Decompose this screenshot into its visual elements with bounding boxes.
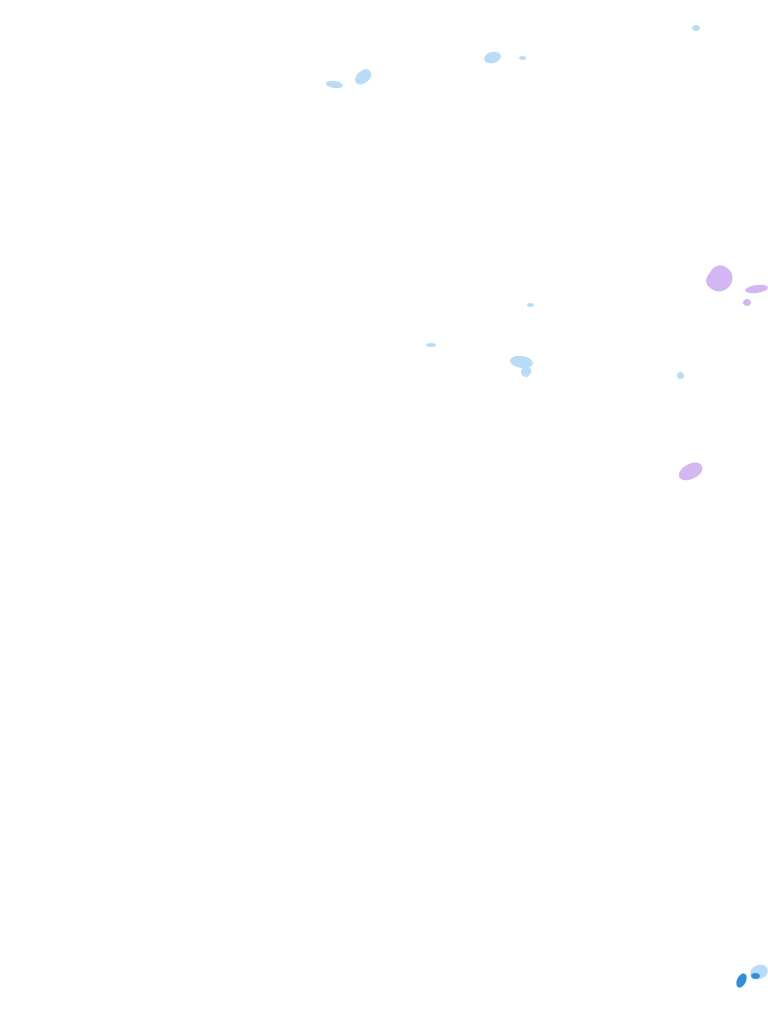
splash-right-dot <box>677 372 684 379</box>
splash-bottom-right-a <box>748 962 768 982</box>
splash-bottom-right-b <box>734 971 749 990</box>
splash-bottom-right-c <box>751 973 760 979</box>
splash-right-lilac-drop <box>743 299 751 306</box>
splash-middle-dot-b <box>426 343 436 347</box>
splash-top-center-dot <box>519 56 526 60</box>
splash-middle-dot-a <box>527 303 534 307</box>
splash-right-lilac-streak <box>744 283 768 295</box>
splash-top-right-dot <box>692 25 700 31</box>
splash-lower-right-lilac <box>676 459 705 484</box>
splash-top-left-a <box>325 79 344 90</box>
splash-right-lilac-large <box>702 261 738 297</box>
splash-top-center <box>482 49 503 66</box>
splash-top-left-b <box>352 66 374 88</box>
